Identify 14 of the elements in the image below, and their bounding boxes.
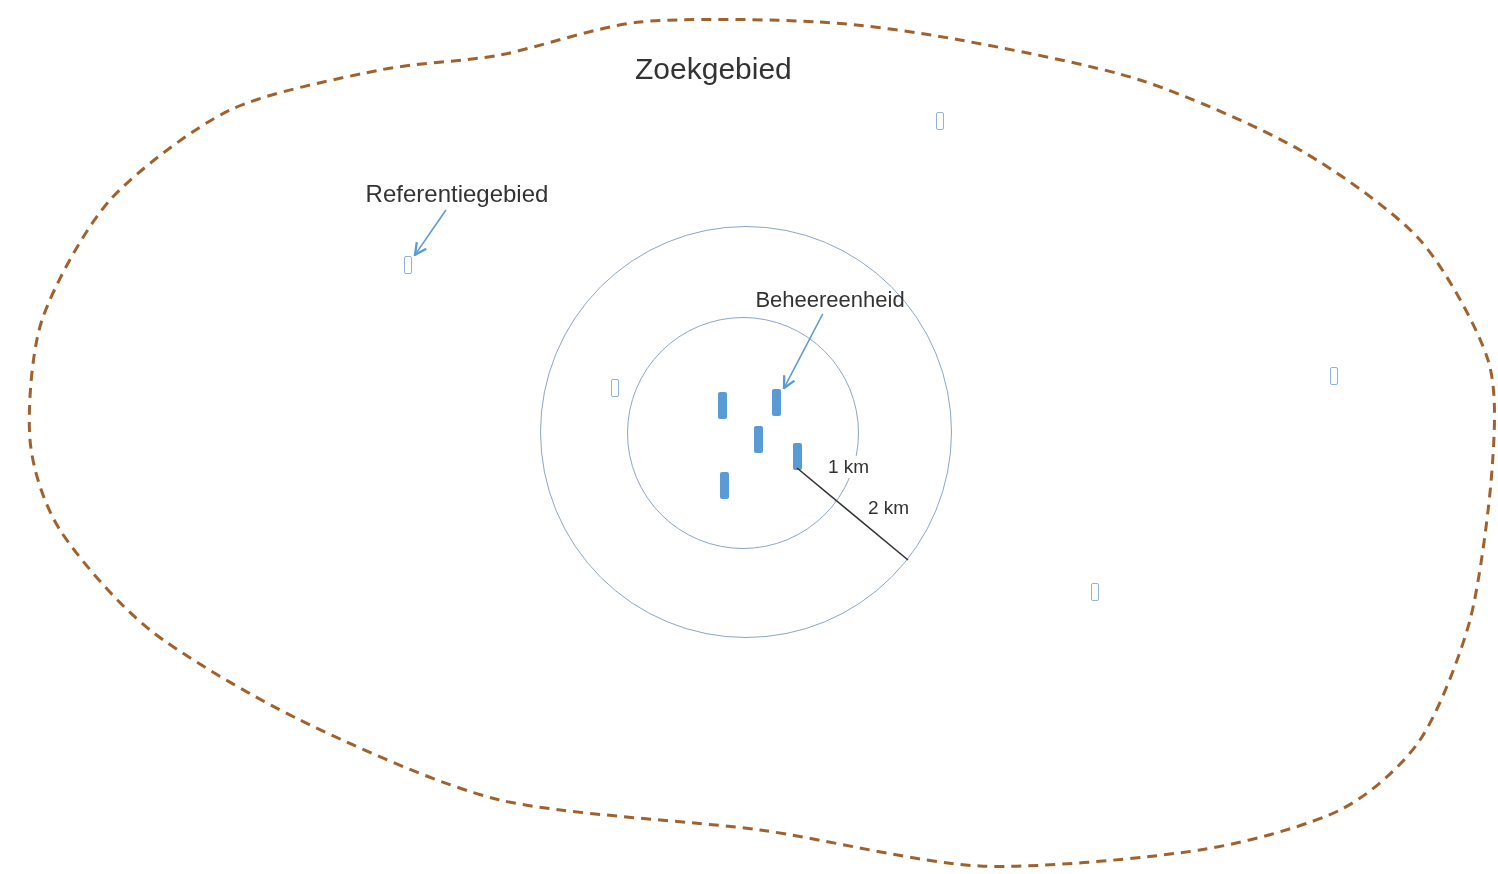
management-unit-bar bbox=[718, 392, 727, 419]
leader-arrow bbox=[782, 313, 824, 390]
leader-arrow bbox=[413, 209, 447, 256]
management-unit-bar bbox=[772, 389, 781, 416]
reference-unit-bar bbox=[1091, 583, 1099, 601]
callout-label: Beheereenheid bbox=[735, 286, 925, 314]
reference-unit-bar bbox=[936, 112, 944, 130]
callout-label: Referentiegebied bbox=[346, 178, 568, 210]
management-unit-bar bbox=[754, 426, 763, 453]
reference-unit-bar bbox=[1330, 367, 1338, 385]
management-unit-bar bbox=[720, 472, 729, 499]
reference-unit-bar bbox=[404, 256, 412, 274]
reference-unit-bar bbox=[611, 379, 619, 397]
management-unit-bar bbox=[793, 443, 802, 470]
